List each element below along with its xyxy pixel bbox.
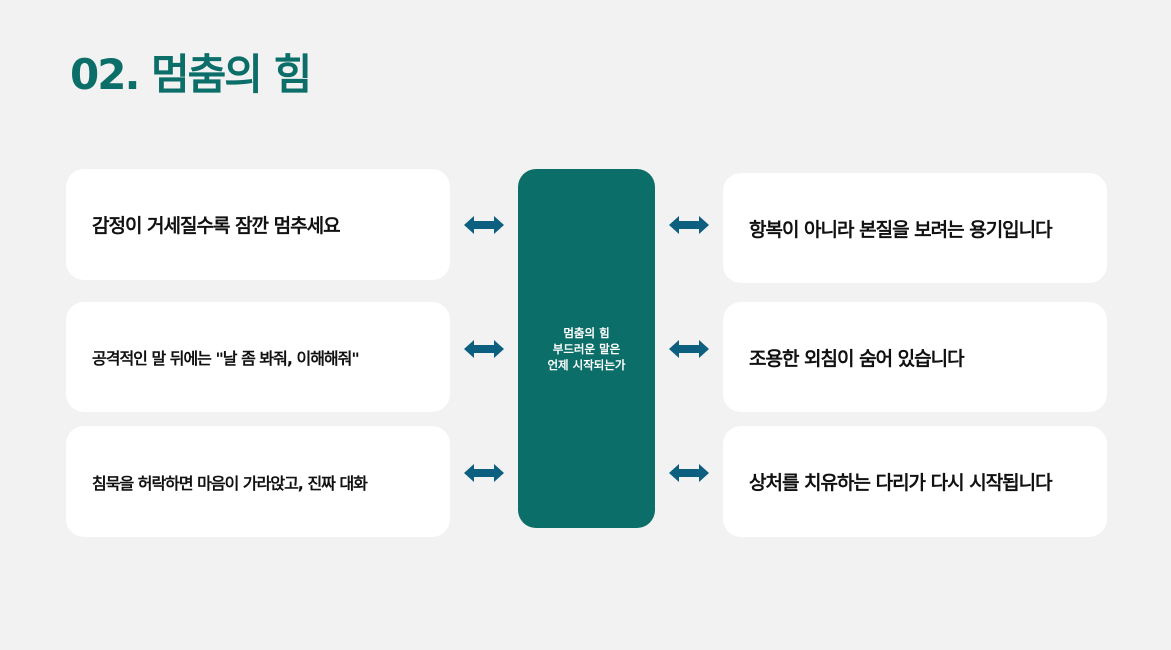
- right-card-3-text: 상처를 치유하는 다리가 다시 시작됩니다: [749, 472, 1053, 494]
- double-arrow-icon: [669, 216, 709, 234]
- left-card-3-text: 침묵을 허락하면 마음이 가라앉고, 진짜 대화: [92, 473, 368, 493]
- double-arrow-icon: [464, 464, 504, 482]
- right-card-1-text: 항복이 아니라 본질을 보려는 용기입니다: [749, 218, 1053, 241]
- page-title: 02. 멈춤의 힘: [70, 50, 312, 99]
- left-card-3: 침묵을 허락하면 마음이 가라앉고, 진짜 대화: [66, 426, 450, 537]
- double-arrow-icon: [669, 340, 709, 358]
- right-card-1: 항복이 아니라 본질을 보려는 용기입니다: [723, 173, 1107, 283]
- center-line-2: 부드러운 말은: [552, 341, 621, 356]
- double-arrow-icon: [464, 340, 504, 358]
- center-line-1: 멈춤의 힘: [563, 325, 610, 340]
- left-card-2-text: 공격적인 말 뒤에는 "날 좀 봐줘, 이해해줘": [92, 349, 360, 368]
- right-card-3: 상처를 치유하는 다리가 다시 시작됩니다: [723, 426, 1107, 537]
- left-card-2: 공격적인 말 뒤에는 "날 좀 봐줘, 이해해줘": [66, 302, 450, 412]
- left-card-1: 감정이 거세질수록 잠깐 멈추세요: [66, 169, 450, 280]
- double-arrow-icon: [464, 216, 504, 234]
- center-box: 멈춤의 힘 부드러운 말은 언제 시작되는가: [518, 169, 655, 528]
- double-arrow-icon: [669, 464, 709, 482]
- right-card-2-text: 조용한 외침이 숨어 있습니다: [749, 347, 965, 370]
- center-line-3: 언제 시작되는가: [547, 357, 626, 372]
- right-card-2: 조용한 외침이 숨어 있습니다: [723, 302, 1107, 412]
- left-card-1-text: 감정이 거세질수록 잠깐 멈추세요: [92, 215, 341, 237]
